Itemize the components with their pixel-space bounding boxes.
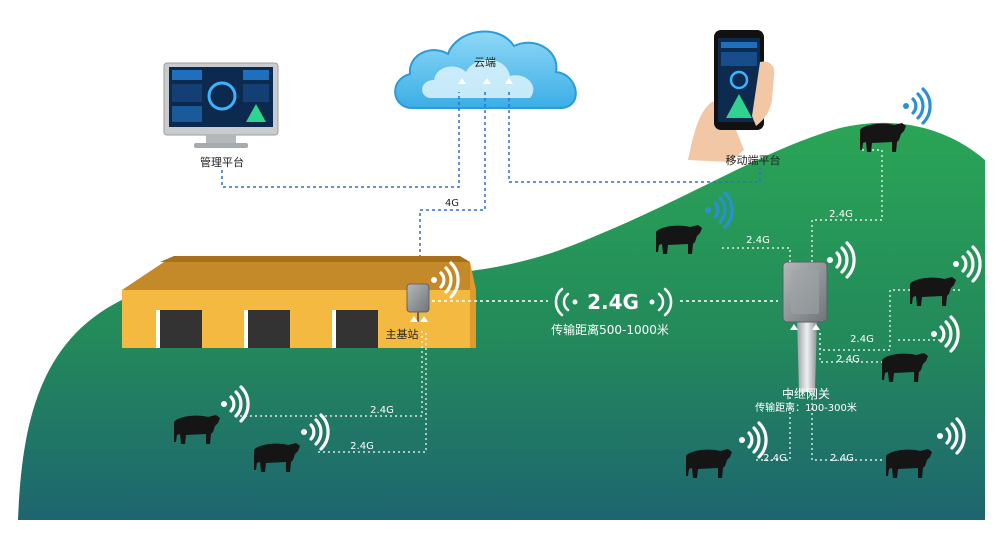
- sensor-link-label: 2.4G: [763, 453, 787, 464]
- uplink-links: [221, 92, 761, 282]
- cloud-icon: [394, 30, 577, 109]
- sensor-link-label: 2.4G: [850, 334, 874, 345]
- arrow-up-icon: [458, 78, 513, 84]
- uplink-label: 4G: [445, 198, 459, 209]
- phone-icon: [688, 30, 775, 162]
- arrow-up-icon: [410, 316, 428, 322]
- relay-gateway: [782, 241, 856, 392]
- sensor-link-label: 2.4G: [746, 235, 770, 246]
- monitor-icon: [163, 62, 279, 148]
- sensor-link-label: 2.4G: [836, 354, 860, 365]
- relay-range: 传输距离：100-300米: [755, 401, 857, 414]
- sensor-link-label: 2.4G: [829, 209, 853, 220]
- base-station-device: [406, 261, 460, 322]
- hill: [18, 122, 985, 520]
- sensor-link-label: 2.4G: [370, 405, 394, 416]
- wifi-icon: [901, 87, 932, 125]
- signal-icon: [554, 287, 673, 317]
- barn: [122, 256, 476, 348]
- relay-name: 中继网关: [782, 386, 830, 401]
- base-station-label: 主基站: [386, 327, 419, 341]
- cloud-label: 云端: [474, 56, 496, 69]
- backbone-range: 传输距离500-1000米: [551, 322, 669, 337]
- arrow-up-icon: [790, 324, 820, 330]
- sensor-link-label: 2.4G: [830, 453, 854, 464]
- backbone-band: 2.4G: [587, 290, 639, 314]
- mobile-label: 移动端平台: [726, 153, 781, 167]
- management-label: 管理平台: [200, 155, 244, 169]
- sensor-link-label: 2.4G: [350, 441, 374, 452]
